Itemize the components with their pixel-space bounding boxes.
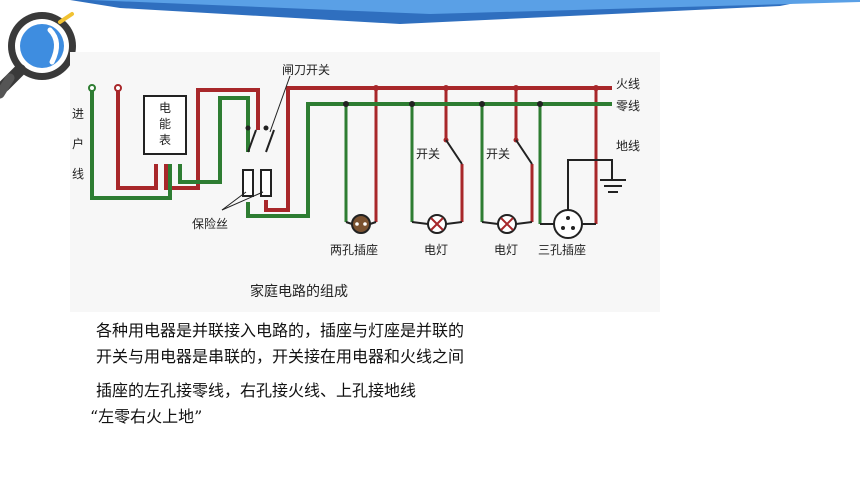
knife-switch-label: 闸刀开关 <box>282 63 330 77</box>
magnifier-icon <box>0 12 76 99</box>
switch-1-label: 开关 <box>416 147 440 161</box>
diagram-caption: 家庭电路的组成 <box>250 283 348 300</box>
note-line-2: 开关与用电器是串联的，开关接在用电器和火线之间 <box>96 347 465 366</box>
electric-meter <box>143 95 187 155</box>
meter-label-3: 表 <box>159 133 171 147</box>
two-hole-socket <box>351 214 371 234</box>
zero-line-label: 零线 <box>616 99 640 113</box>
lamp-1 <box>427 214 447 234</box>
note-line-3: 插座的左孔接零线，右孔接火线、上孔接地线 <box>96 381 417 400</box>
meter-label-1: 电 <box>159 101 171 115</box>
top-banner <box>70 0 860 24</box>
inlet-label-2: 户 <box>72 136 84 151</box>
notes-block: 各种用电器是并联接入电路的，插座与灯座是并联的 开关与用电器是串联的，开关接在用… <box>90 318 796 430</box>
switch-2-label: 开关 <box>486 147 510 161</box>
fire-line-label: 火线 <box>616 77 640 91</box>
fuse-right <box>260 169 272 197</box>
three-hole-socket <box>553 209 583 239</box>
lamp-1-label: 电灯 <box>424 243 448 257</box>
inlet-label-3: 线 <box>72 167 84 181</box>
switch-2 <box>513 137 533 165</box>
switch-1 <box>443 137 463 165</box>
earth-wire <box>567 159 626 212</box>
note-line-1: 各种用电器是并联接入电路的，插座与灯座是并联的 <box>96 321 465 340</box>
two-hole-socket-label: 两孔插座 <box>330 242 378 257</box>
live-wire <box>116 86 612 224</box>
circuit-diagram: 电 能 表 进 <box>70 52 660 312</box>
inlet-label-1: 进 <box>72 107 84 121</box>
lamp-2-label: 电灯 <box>494 243 518 257</box>
three-hole-socket-label: 三孔插座 <box>538 242 586 257</box>
ground-line-label: 地线 <box>616 139 640 153</box>
knife-switch <box>245 75 291 153</box>
fuse-left <box>242 169 254 197</box>
note-line-4: “左零右火上地” <box>90 407 203 426</box>
fuse-label: 保险丝 <box>192 216 228 231</box>
meter-label-2: 能 <box>159 117 171 131</box>
lamp-2 <box>497 214 517 234</box>
